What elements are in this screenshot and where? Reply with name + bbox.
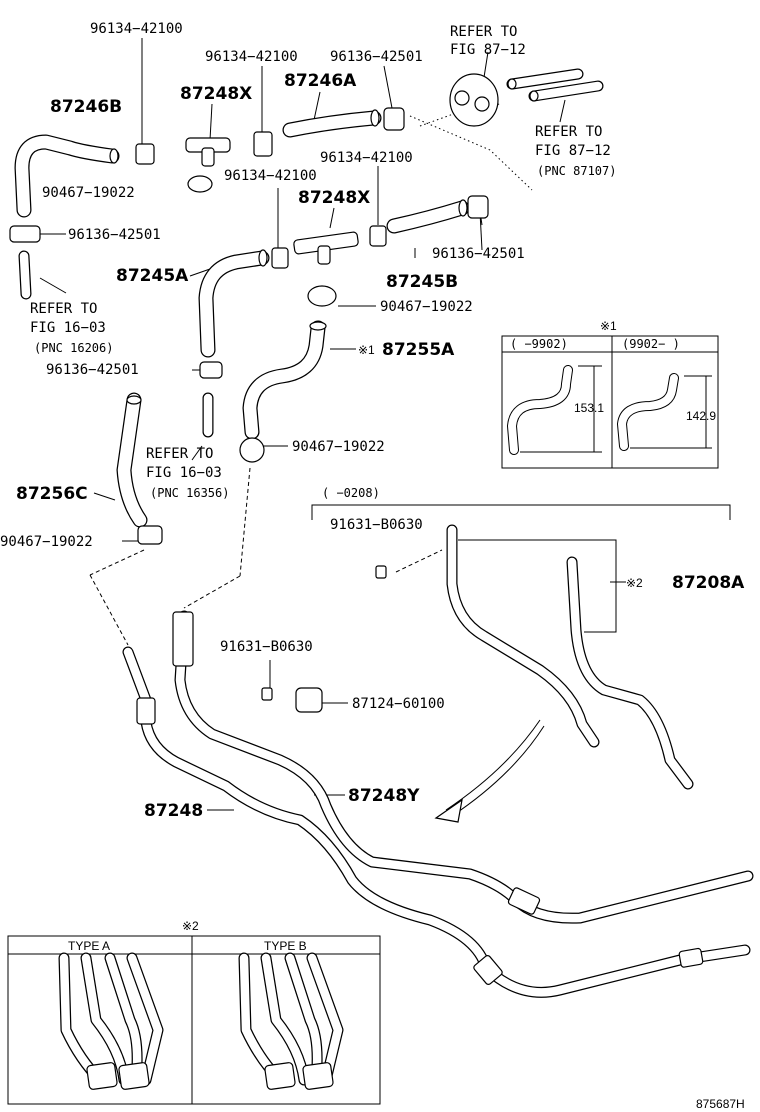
- label-96134-42100-c: 96134−42100: [320, 150, 413, 166]
- hose-87246A: [282, 109, 382, 138]
- label-fig-87-12-b: FIG 87−12: [535, 143, 611, 159]
- label-96136-42501-d: 96136−42501: [46, 362, 139, 378]
- label-refer-to-3: REFER TO: [30, 301, 97, 317]
- bolt-91631-B0630-a: [375, 565, 387, 579]
- inset2-mark: ※2: [182, 919, 199, 933]
- inset1-dim2: 142.9: [686, 409, 716, 423]
- clip-96136-42501-d: [199, 361, 223, 379]
- label-87245B: 87245B: [386, 272, 458, 292]
- refer-pipe-16206: [18, 250, 32, 300]
- label-96136-42501-a: 96136−42501: [330, 49, 423, 65]
- inset1-mark: ※1: [600, 319, 617, 333]
- bolt-91631-B0630-b: [261, 687, 273, 701]
- label-pnc-87107: (PNC 87107): [537, 164, 616, 178]
- clip-96136-42501-a: [383, 107, 405, 131]
- part-labels: 96134−42100 REFER TO FIG 87−12 96134−421…: [0, 21, 745, 1111]
- label-90467-19022-d: 90467−19022: [0, 534, 93, 550]
- label-87255A: 87255A: [382, 340, 455, 360]
- label-87208A: 87208A: [672, 573, 745, 593]
- clip-96136-42501-b: [9, 225, 41, 243]
- inset1-dim1: 153.1: [574, 401, 604, 415]
- pipe-87248: [122, 646, 751, 998]
- tee-87248X-b: [293, 231, 359, 265]
- label-87246A: 87246A: [284, 71, 357, 91]
- inset2-type-b: TYPE B: [264, 939, 307, 953]
- label-87245A: 87245A: [116, 266, 189, 286]
- direction-arrow: [434, 719, 545, 823]
- clip-96134-42100-c: [271, 247, 289, 269]
- label-91631-B0630-a: 91631−B0630: [330, 517, 423, 533]
- label-87208A-mark: ※2: [626, 576, 643, 590]
- pipe-87208A-left: [446, 524, 600, 748]
- label-87255A-mark: ※1: [358, 343, 375, 357]
- bracket-87124-60100: [295, 687, 323, 713]
- clip-90467-19022-d: [137, 525, 163, 545]
- clip-90467-19022-c: [239, 437, 265, 463]
- clip-90467-19022-b: [307, 285, 337, 307]
- label-91631-B0630-b: 91631−B0630: [220, 639, 313, 655]
- label-87248X-a: 87248X: [180, 84, 252, 104]
- hose-87245B: [386, 199, 470, 234]
- label-refer-to-4: REFER TO: [146, 446, 213, 462]
- label-90467-19022-c: 90467−19022: [292, 439, 385, 455]
- refer-pipes-87107: [506, 68, 604, 102]
- clip-96134-42100-d: [369, 225, 387, 247]
- label-fig-16-03-b: FIG 16−03: [146, 465, 222, 481]
- label-90467-19022-a: 90467−19022: [42, 185, 135, 201]
- label-87248: 87248: [144, 801, 203, 821]
- diagram-id: 875687H: [696, 1097, 745, 1111]
- label-fig-87-12-a: FIG 87−12: [450, 42, 526, 58]
- label-fig-16-03-a: FIG 16−03: [30, 320, 106, 336]
- label-pnc-16356: (PNC 16356): [150, 486, 229, 500]
- pipe-87248Y: [172, 610, 754, 924]
- label-96136-42501-c: 96136−42501: [432, 246, 525, 262]
- hose-87245A: [198, 249, 270, 358]
- hose-87255A: [242, 320, 327, 440]
- inset1-col1: ( −9902): [510, 337, 568, 351]
- pipe-87208A-right: [566, 556, 694, 790]
- tee-87248X-a: [185, 137, 231, 167]
- inset2-type-a: TYPE A: [68, 939, 110, 953]
- grommet-87-12: [449, 73, 499, 127]
- clip-96134-42100-a: [135, 143, 155, 165]
- label-pnc-16206: (PNC 16206): [34, 341, 113, 355]
- hose-87246B: [14, 134, 120, 218]
- hose-87256C: [116, 392, 148, 528]
- label-range-0208: ( −0208): [322, 486, 380, 500]
- label-refer-to-1: REFER TO: [450, 24, 517, 40]
- type-a-pipes: [58, 952, 164, 1090]
- label-87246B: 87246B: [50, 97, 122, 117]
- label-87124-60100: 87124−60100: [352, 696, 445, 712]
- label-87248Y: 87248Y: [348, 786, 420, 806]
- clip-90467-19022-a: [187, 175, 213, 193]
- label-87256C: 87256C: [16, 484, 88, 504]
- inset1-col2: (9902− ): [622, 337, 680, 351]
- label-90467-19022-b: 90467−19022: [380, 299, 473, 315]
- clip-96136-42501-c: [467, 195, 489, 219]
- clip-96134-42100-b: [253, 131, 273, 157]
- label-87248X-b: 87248X: [298, 188, 370, 208]
- label-refer-to-2: REFER TO: [535, 124, 602, 140]
- label-96136-42501-b: 96136−42501: [68, 227, 161, 243]
- label-96134-42100-d: 96134−42100: [224, 168, 317, 184]
- type-b-pipes: [238, 952, 344, 1090]
- label-96134-42100-a: 96134−42100: [90, 21, 183, 37]
- inset-1: ※1 ( −9902) (9902− ) 153.1 142.9: [501, 319, 719, 469]
- label-96134-42100-b: 96134−42100: [205, 49, 298, 65]
- inset-2: ※2 TYPE A TYPE B: [7, 919, 381, 1105]
